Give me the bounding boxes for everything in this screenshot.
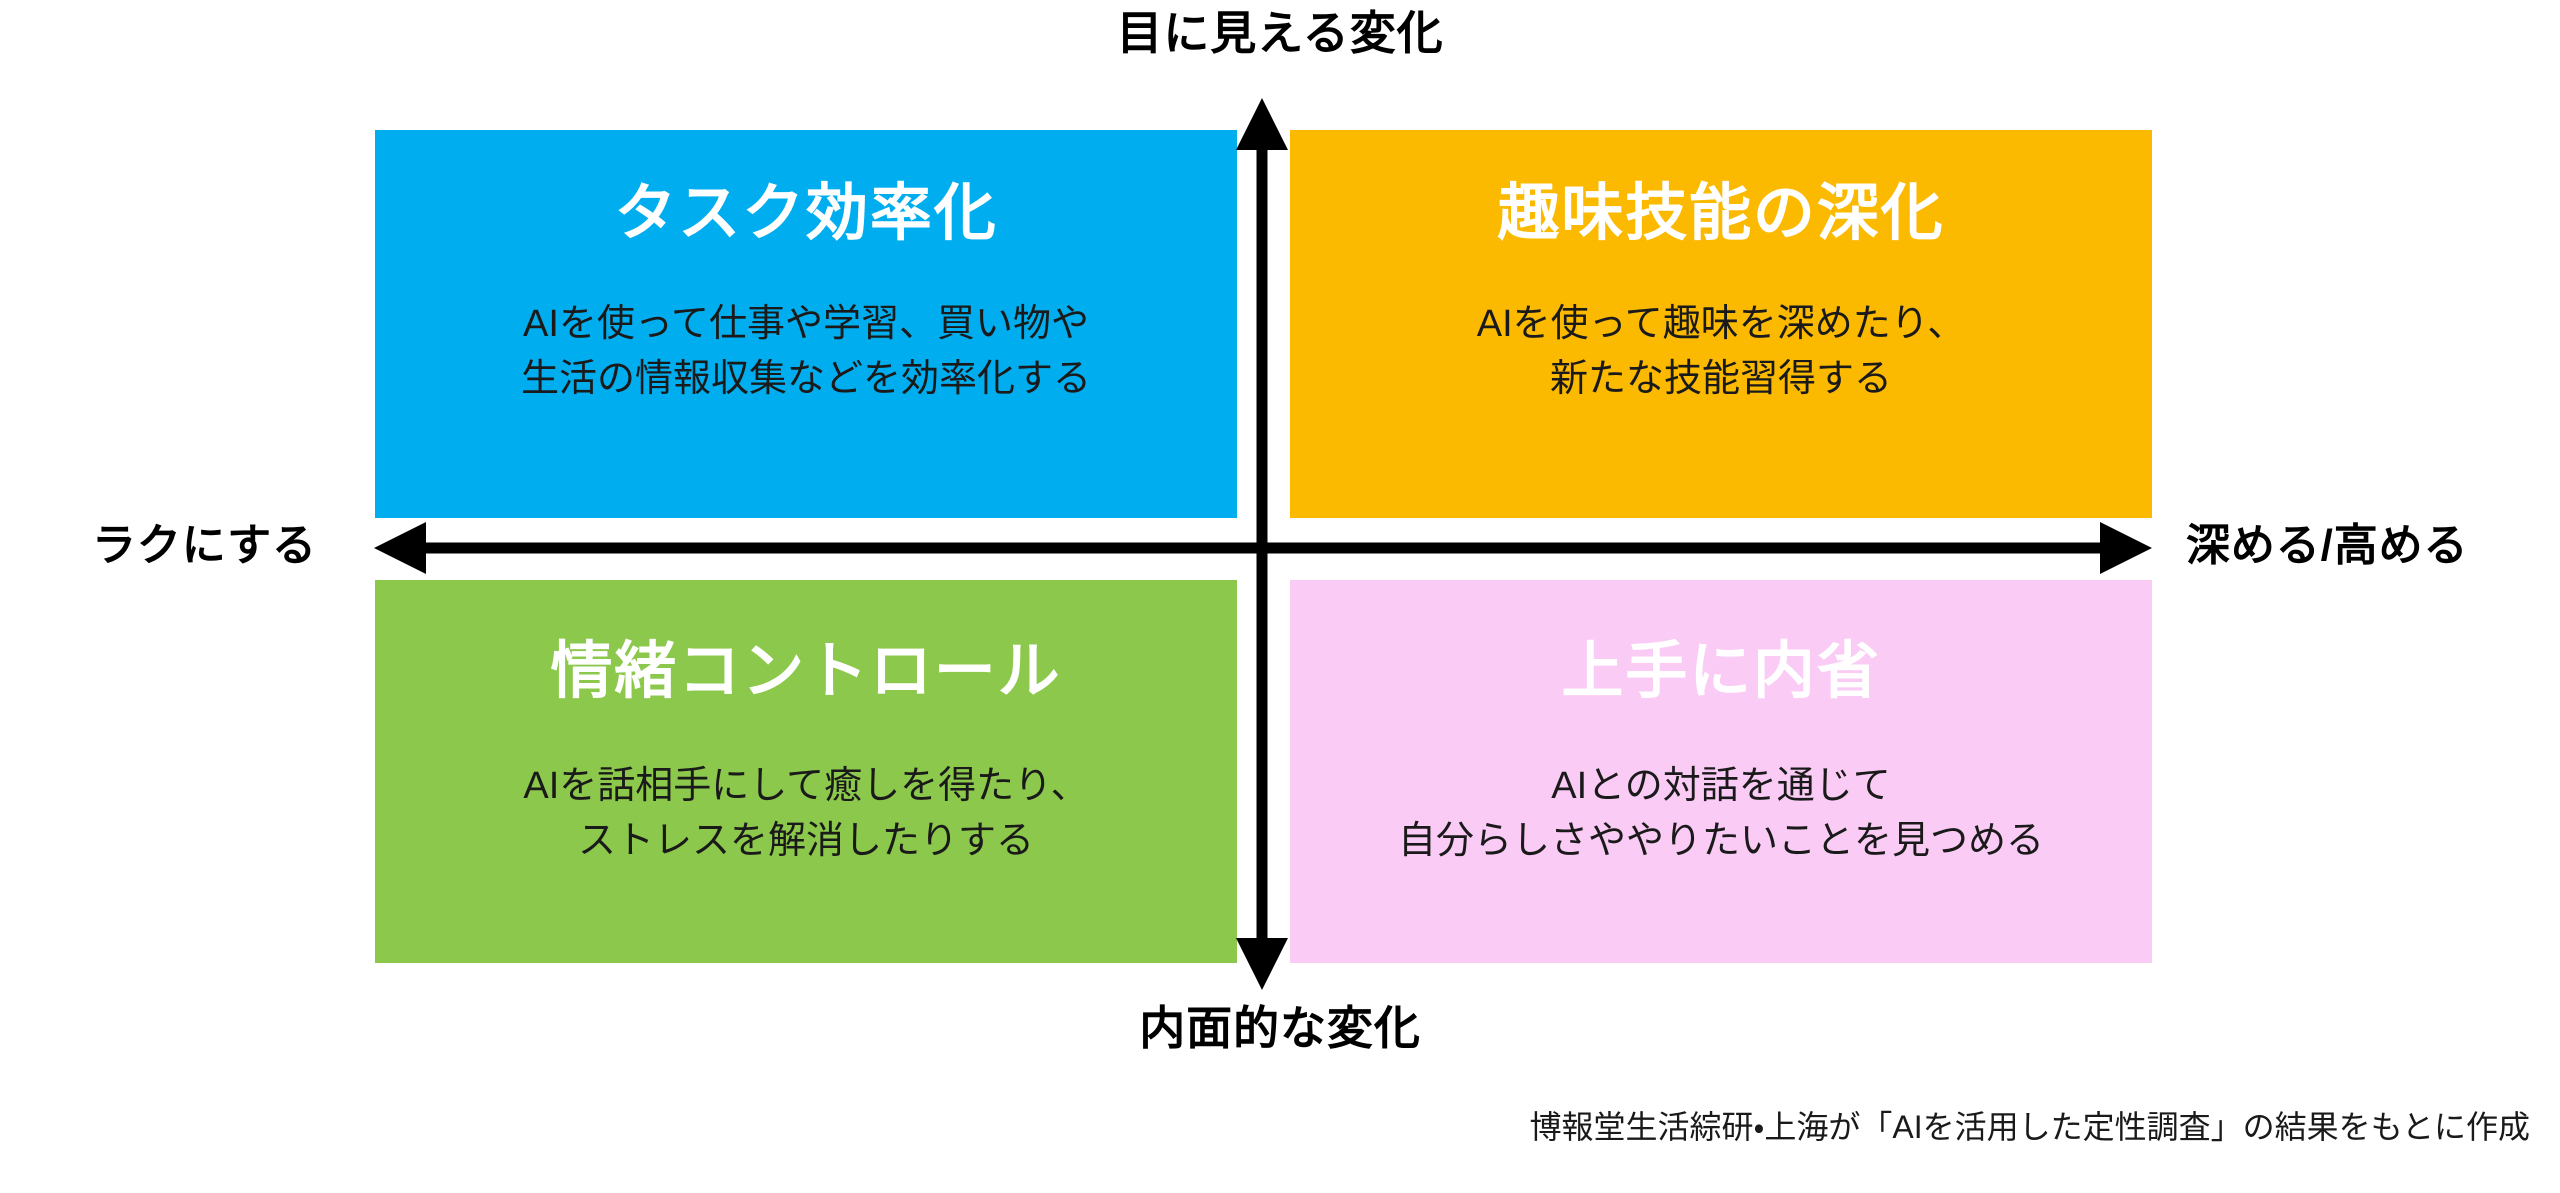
horizontal-axis-arrow [374, 522, 2152, 574]
axis-label-top: 目に見える変化 [1116, 7, 1444, 59]
axis-label-right: 深める/高める [2186, 521, 2469, 570]
axis-label-left: ラクにする [92, 521, 317, 570]
source-credit: 博報堂生活綜研・上海が「AIを活用した定性調査」の結果をもとに作成 [1529, 1109, 2530, 1145]
quadrant-bottom-left: 情緒コントロール AIを話相手にして癒しを得たり、 ストレスを解消したりする [375, 580, 1237, 963]
quadrant-body: AIを話相手にして癒しを得たり、 ストレスを解消したりする [523, 765, 1089, 863]
vertical-axis-arrow [1236, 98, 1288, 990]
quadrant-body: AIとの対話を通じて 自分らしさややりたいことを見つめる [1397, 765, 2044, 863]
quadrant-body: AIを使って趣味を深めたり、 新たな技能習得する [1476, 303, 1966, 401]
quadrant-top-right: 趣味技能の深化 AIを使って趣味を深めたり、 新たな技能習得する [1290, 130, 2152, 518]
quadrant-body: AIを使って仕事や学習、買い物や 生活の情報収集などを効率化する [520, 303, 1091, 401]
quadrant-title: タスク効率化 [614, 179, 998, 248]
axis-label-bottom: 内面的な変化 [1139, 1002, 1421, 1054]
quadrant-title: 情緒コントロール [550, 637, 1062, 706]
quadrant-title: 趣味技能の深化 [1497, 179, 1945, 248]
quadrant-title: 上手に内省 [1561, 637, 1881, 706]
quadrant-bottom-right: 上手に内省 AIとの対話を通じて 自分らしさややりたいことを見つめる [1290, 580, 2152, 963]
quadrant-top-left: タスク効率化 AIを使って仕事や学習、買い物や 生活の情報収集などを効率化する [375, 130, 1237, 518]
